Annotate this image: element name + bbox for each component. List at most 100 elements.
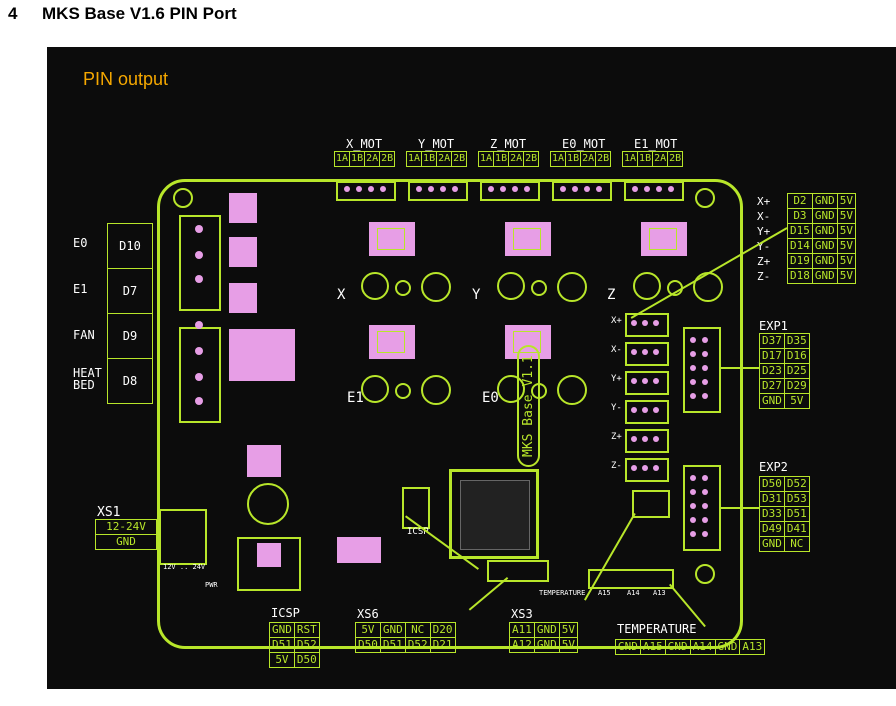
- pin-cell: D14: [787, 238, 813, 254]
- driver-capacitor: [557, 375, 587, 405]
- inductor-l1: [247, 483, 289, 525]
- driver-chip: [641, 222, 687, 256]
- endstop-side-label: Z+: [757, 255, 771, 268]
- endstop-header: [625, 458, 669, 482]
- exp-pin: [702, 393, 708, 399]
- pin-cell: 5V: [558, 637, 579, 653]
- motor-label: E0_MOT: [562, 137, 606, 151]
- motor-label: Z_MOT: [490, 137, 527, 151]
- driver-capacitor: [421, 375, 451, 405]
- pin-cell: 5V: [836, 268, 857, 284]
- motor-pin: 1A: [333, 151, 351, 167]
- pin-cell: D33: [759, 506, 785, 522]
- motor-header-pin: [656, 186, 662, 192]
- pin-cell: 5V: [269, 652, 295, 668]
- a13-silk: A13: [653, 589, 666, 597]
- terminal-block-output: [179, 215, 221, 311]
- pin-cell: D2: [787, 193, 813, 209]
- terminal-pin: [195, 225, 203, 233]
- endstop-header-pin: [642, 465, 648, 471]
- pin-cell: A14: [689, 639, 716, 655]
- xs3-title: XS3: [511, 607, 533, 621]
- pin-cell: D49: [759, 521, 785, 537]
- pin-cell: D15: [787, 223, 813, 239]
- endstop-header-pin: [642, 378, 648, 384]
- exp-pin: [690, 337, 696, 343]
- board-model-label: MKS Base V1.1: [517, 345, 540, 467]
- endstop-header-pin: [653, 349, 659, 355]
- terminal-pin: [195, 321, 203, 329]
- xs6-header: [487, 560, 549, 582]
- regulator-chip: [247, 445, 281, 477]
- exp2-title: EXP2: [759, 460, 788, 474]
- mosfet-bed: [229, 329, 295, 381]
- xs6-title: XS6: [357, 607, 379, 621]
- motor-header-pin: [512, 186, 518, 192]
- motor-header-pin: [488, 186, 494, 192]
- driver-trimpot: [395, 280, 411, 296]
- pwr-silk: PWR: [205, 581, 218, 589]
- pin-cell: 5V: [836, 193, 857, 209]
- pin-cell: D50: [293, 652, 320, 668]
- exp-pin: [702, 517, 708, 523]
- section-title: MKS Base V1.6 PIN Port: [42, 4, 237, 23]
- motor-pin: 2B: [523, 151, 540, 167]
- motor-header-pin: [344, 186, 350, 192]
- pin-cell: GND: [759, 536, 785, 552]
- pin-cell: D37: [759, 333, 785, 349]
- driver-capacitor: [361, 272, 389, 300]
- leader-exp1: [719, 367, 759, 369]
- output-pin: D8: [122, 374, 138, 388]
- exp-pin: [690, 365, 696, 371]
- pin-cell: GND: [811, 268, 838, 284]
- endstop-header-pin: [631, 436, 637, 442]
- endstop-side-label: X+: [757, 195, 771, 208]
- driver-capacitor: [557, 272, 587, 302]
- motor-pin: 1A: [405, 151, 423, 167]
- pin-cell: 5V: [836, 253, 857, 269]
- pin-cell: GND: [533, 637, 560, 653]
- pin-cell: NC: [404, 622, 431, 638]
- endstop-silk: X+: [611, 316, 622, 326]
- pin-cell: GND: [615, 639, 641, 655]
- pin-cell: RST: [293, 622, 320, 638]
- endstop-header-pin: [642, 436, 648, 442]
- pin-cell: D25: [783, 363, 810, 379]
- endstop-side-label: X-: [757, 210, 771, 223]
- endstop-header: [625, 400, 669, 424]
- pin-cell: GND: [269, 622, 295, 638]
- motor-label: X_MOT: [346, 137, 383, 151]
- pin-cell: GND: [811, 193, 838, 209]
- motor-pin: 1B: [637, 151, 654, 167]
- motor-header-pin: [560, 186, 566, 192]
- endstop-header-pin: [631, 378, 637, 384]
- motor-pin: 2A: [436, 151, 453, 167]
- a14-silk: A14: [627, 589, 640, 597]
- terminal-pin: [195, 373, 203, 381]
- pin-cell: D16: [783, 348, 810, 364]
- endstop-header-pin: [642, 349, 648, 355]
- exp-pin: [702, 489, 708, 495]
- endstop-header-pin: [642, 407, 648, 413]
- driver-trimpot: [395, 383, 411, 399]
- endstop-header-pin: [631, 320, 637, 326]
- motor-label: E1_MOT: [634, 137, 678, 151]
- motor-header-pin: [668, 186, 674, 192]
- motor-pin: 1B: [421, 151, 438, 167]
- endstop-header-pin: [631, 407, 637, 413]
- pin-cell: D35: [783, 333, 810, 349]
- driver-chip: [505, 222, 551, 256]
- motor-pin: 2B: [451, 151, 468, 167]
- mosfet-e0: [229, 193, 257, 223]
- mount-hole-top-left: [173, 188, 193, 208]
- pin-cell: D52: [293, 637, 320, 653]
- xs1-title: XS1: [97, 505, 121, 520]
- axis-y-silk: Y: [472, 287, 481, 303]
- endstop-silk: Z-: [611, 461, 622, 471]
